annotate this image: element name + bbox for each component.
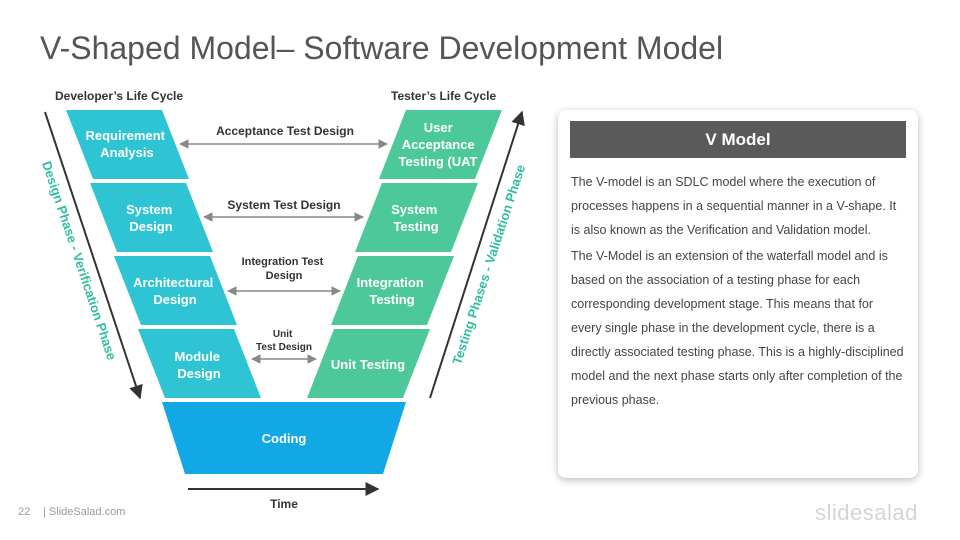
footer-site: | SlideSalad.com	[43, 506, 126, 518]
module-design-block	[138, 329, 261, 398]
unit-testing-label: Unit Testing	[331, 357, 405, 372]
integration-testing-label: Integration Testing	[357, 275, 428, 307]
developer-life-cycle-label: Developer’s Life Cycle	[55, 89, 184, 103]
module-design-label: Module Design	[174, 349, 223, 381]
integration-test-design-label: Integration Test Design	[242, 256, 327, 282]
requirement-analysis-block	[66, 110, 189, 179]
time-label: Time	[270, 497, 298, 511]
uat-label: User Acceptance Testing (UAT	[399, 120, 479, 169]
page-number: 22	[18, 506, 31, 518]
card-body: The V-model is an SDLC model where the e…	[571, 170, 905, 414]
design-phase-arrow	[44, 111, 143, 400]
requirement-analysis-label: Requirement Analysis	[85, 128, 168, 160]
architectural-design-block	[114, 256, 237, 325]
uat-block	[379, 110, 502, 179]
card-paragraph-2: The V-Model is an extension of the water…	[571, 249, 904, 407]
architectural-design-label: Architectural Design	[133, 275, 217, 307]
tester-life-cycle-label: Tester’s Life Cycle	[391, 89, 497, 103]
brand-logo: slidesalad	[815, 500, 918, 525]
integration-testing-block	[331, 256, 454, 325]
system-testing-block	[355, 183, 478, 252]
slide-title: V-Shaped Model– Software Development Mod…	[40, 30, 724, 66]
system-test-design-label: System Test Design	[227, 198, 340, 212]
card-heading: V Model	[570, 121, 906, 158]
coding-label: Coding	[262, 431, 307, 446]
v-model-info-card: V Model The V-model is an SDLC model whe…	[558, 110, 918, 478]
unit-testing-block	[307, 329, 430, 398]
system-testing-label: System Testing	[391, 202, 441, 234]
card-paragraph-1: The V-model is an SDLC model where the e…	[571, 175, 897, 237]
acceptance-test-design-label: Acceptance Test Design	[216, 124, 354, 138]
system-design-block	[90, 183, 213, 252]
system-design-label: System Design	[126, 202, 176, 234]
testing-phase-arrow	[429, 110, 525, 399]
unit-test-design-label: Unit Test Design	[256, 329, 312, 353]
coding-block	[162, 402, 406, 474]
